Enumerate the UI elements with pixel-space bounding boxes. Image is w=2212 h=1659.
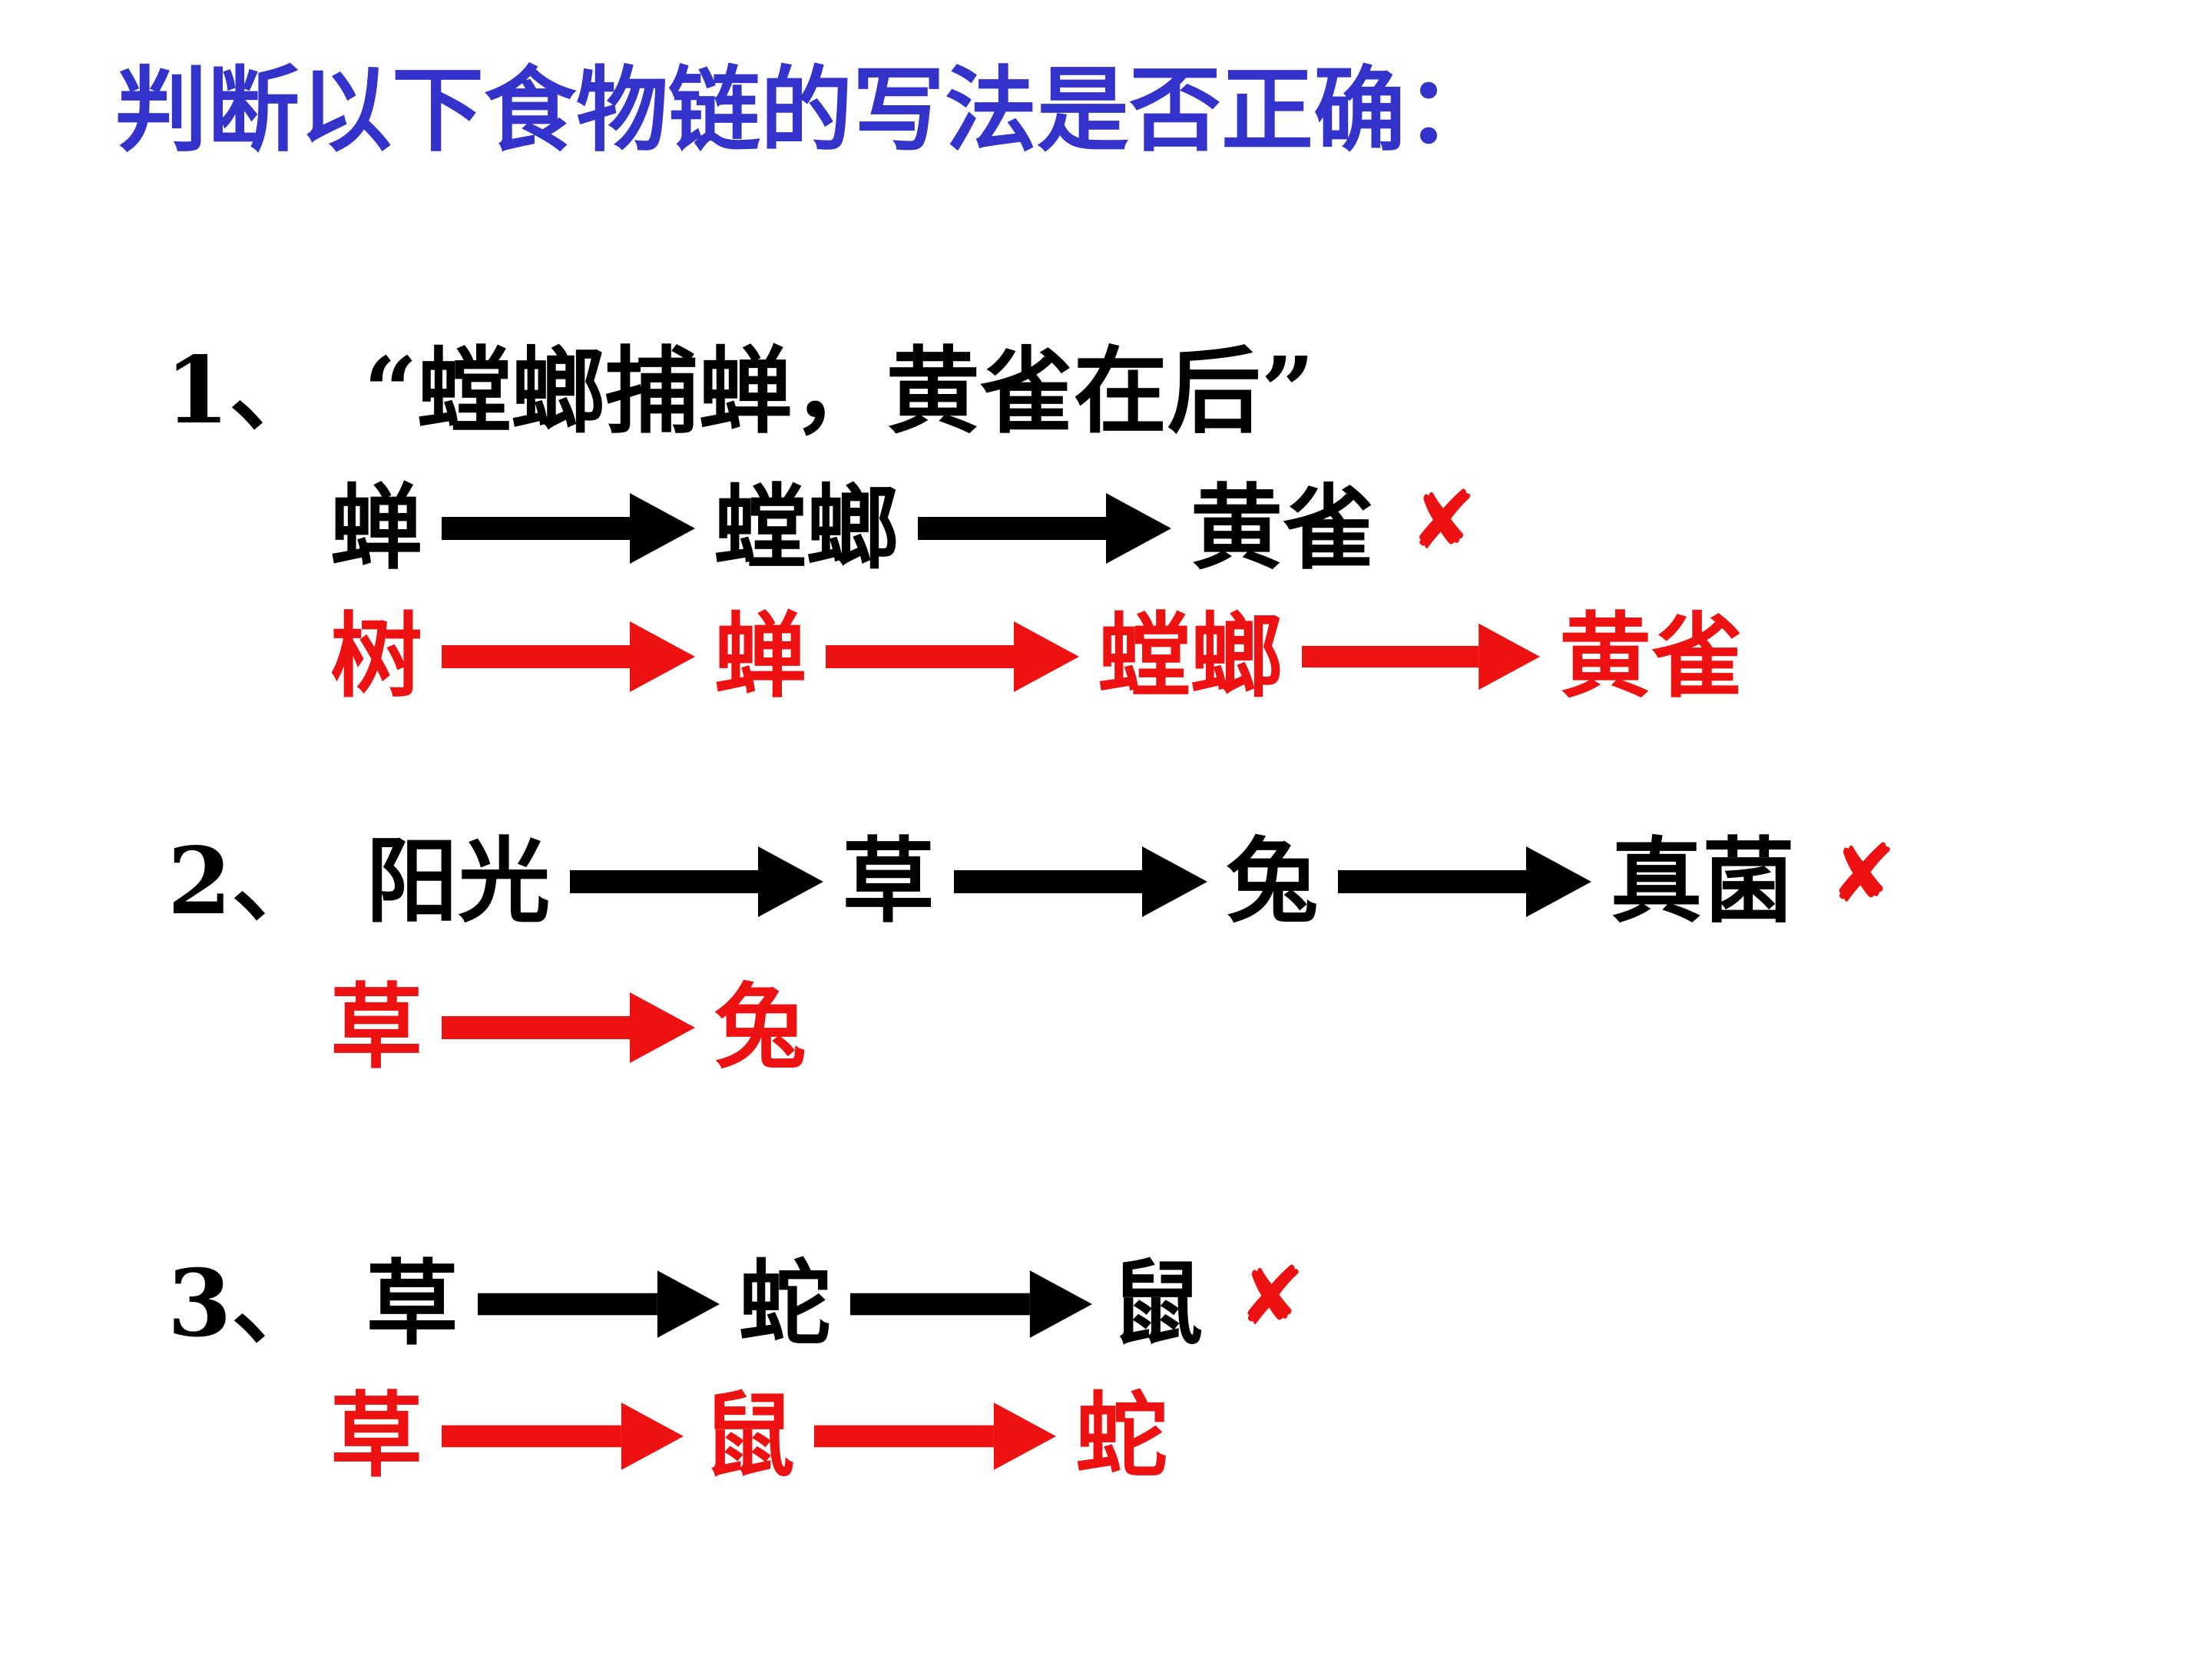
item-3-wrong-chain: 3、 草 蛇 鼠 ✘ [167,1249,1306,1358]
item-1-header: 1、 “螳螂捕蝉，黄雀在后” [165,344,1315,438]
right-arrow-icon [1337,846,1591,917]
chain-node: 蛇 [738,1250,831,1358]
chain-node: 草 [330,973,422,1081]
right-arrow-icon [477,1270,720,1338]
chain-node: 蝉 [330,474,422,582]
item-3-number: 3、 [167,1250,324,1358]
chain-node: 兔 [1226,827,1319,935]
chain-node: 螳螂 [1098,602,1283,710]
red-cross-icon: ✘ [1237,1249,1306,1343]
right-arrow-icon [442,992,695,1063]
item-1-heading: “螳螂捕蝉，黄雀在后” [363,336,1315,446]
right-arrow-icon [849,1270,1092,1338]
right-arrow-icon [442,1402,684,1470]
chain-node: 真菌 [1610,827,1795,935]
chain-node: 兔 [714,973,806,1081]
chain-node: 草 [842,827,935,935]
item-1-wrong-chain: 蝉 螳螂 黄雀 ✘ [330,473,1477,582]
item-3-correct-chain: 草 鼠 蛇 [330,1390,1167,1482]
right-arrow-icon [442,621,695,692]
right-arrow-icon [953,846,1207,917]
item-1-correct-chain: 树 蝉 螳螂 黄雀 [330,611,1743,703]
page-title: 判断以下食物链的写法是否正确： [115,56,1498,164]
right-arrow-icon [814,1402,1056,1470]
chain-node: 螳螂 [714,474,899,582]
item-2-wrong-chain: 2、 阳光 草 兔 真菌 ✘ [167,826,1897,935]
chain-node: 蛇 [1075,1382,1167,1490]
chain-node: 树 [330,602,422,710]
red-cross-icon: ✘ [1409,473,1477,568]
chain-node: 草 [330,1382,422,1490]
right-arrow-icon [826,621,1079,692]
chain-node: 鼠 [703,1382,795,1490]
right-arrow-icon [569,846,823,917]
right-arrow-icon [918,493,1171,564]
chain-node: 黄雀 [1559,602,1743,710]
red-cross-icon: ✘ [1829,826,1897,921]
item-1-number: 1、 [165,336,322,445]
right-arrow-icon [1302,623,1540,690]
right-arrow-icon [442,493,695,564]
chain-node: 鼠 [1111,1250,1204,1358]
item-2-correct-chain: 草 兔 [330,982,806,1074]
chain-node: 阳光 [366,827,551,935]
item-2-number: 2、 [167,827,324,935]
chain-node: 黄雀 [1190,474,1375,582]
chain-node: 草 [366,1250,459,1358]
chain-node: 蝉 [714,602,806,710]
